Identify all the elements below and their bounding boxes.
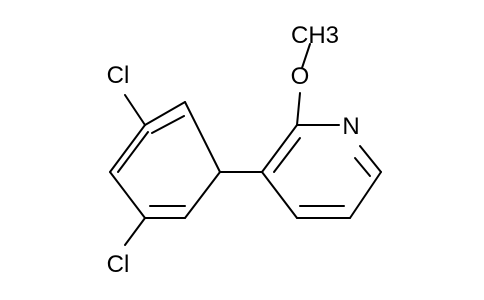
bond-benzene-6 [109,124,146,173]
pyridine-ring [261,124,382,219]
bond-c-cl-top [124,94,146,126]
bond-benzene-1 [144,101,186,126]
bond-c-o [296,92,301,126]
atom-label-nitrogen: N [342,113,359,140]
atom-label-cl-bottom: Cl [107,251,130,278]
bond-benzene-5 [109,171,146,219]
bond-benzene-double-2 [117,131,149,173]
bond-pyridine-1 [261,124,298,173]
atom-label-cl-top: Cl [107,62,130,89]
atom-label-oxygen: O [291,63,310,90]
bond-pyridine-3 [359,145,382,173]
benzene-ring [109,101,221,219]
bond-benzene-3 [184,171,221,219]
atom-label-methyl: CH3 [291,22,339,49]
bond-benzene-double-1 [151,115,185,134]
bond-benzene-2 [184,101,221,173]
bond-c-cl-bottom [124,217,146,246]
bond-pyridine-double-1 [273,137,301,173]
bond-o-ch3 [301,43,311,69]
bond-pyridine-double-2 [354,157,371,177]
bond-pyridine-6 [261,171,298,219]
bond-pyridine-4 [349,171,382,219]
